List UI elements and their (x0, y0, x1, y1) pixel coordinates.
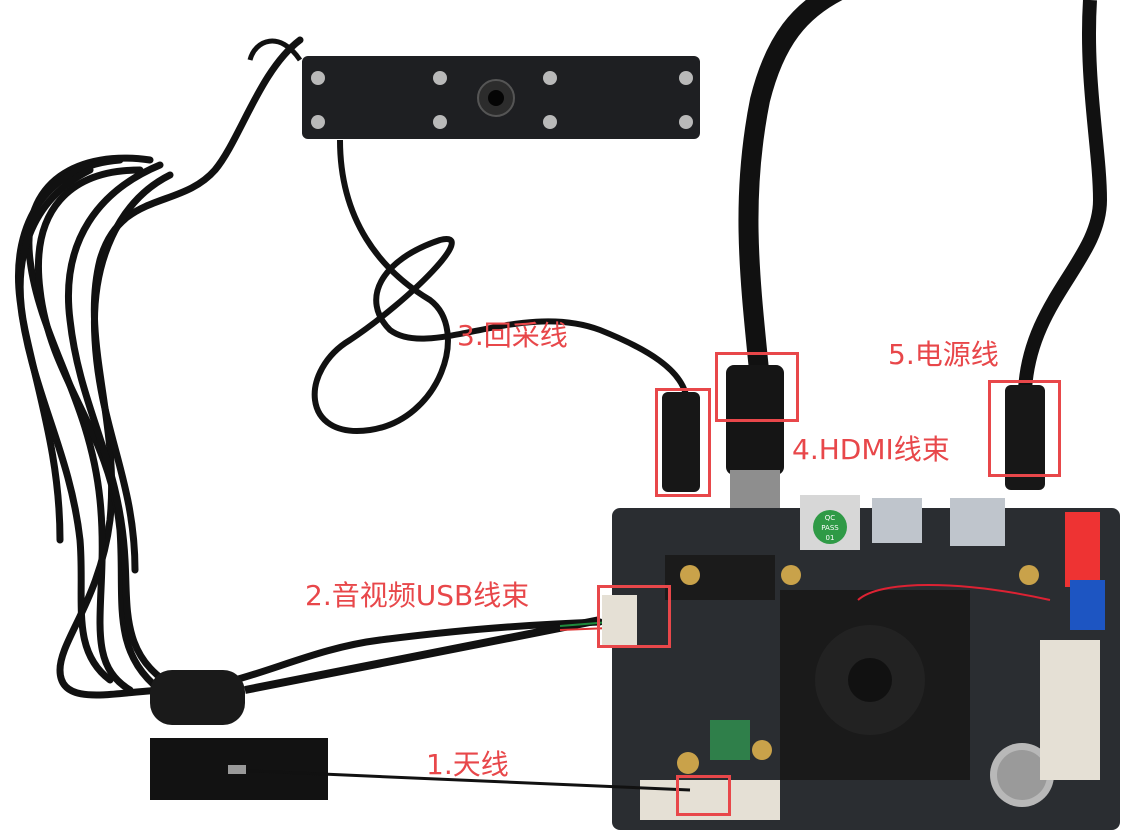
callout-box-power (988, 380, 1061, 477)
antenna (150, 738, 691, 800)
mainboard: QC PASS 01 (602, 495, 1120, 830)
qc-text-top: QC (825, 514, 836, 522)
power-cable (1018, 0, 1108, 391)
ferrite-bead (150, 670, 245, 725)
loopback-cable (311, 139, 689, 434)
qc-text-bottom: 01 (826, 534, 835, 542)
callout-antenna-label: 1.天线 (426, 748, 509, 781)
callout-box-av-usb (597, 585, 671, 648)
callout-box-antenna (676, 775, 731, 816)
hdmi-cable (738, 0, 843, 381)
callout-box-loopback (655, 388, 711, 497)
callout-box-hdmi (715, 352, 799, 422)
av-usb-lead (244, 616, 601, 694)
callout-power-label: 5.电源线 (888, 338, 999, 371)
callout-av-usb-label: 2.音视频USB线束 (305, 579, 530, 612)
callout-hdmi-label: 4.HDMI线束 (792, 433, 950, 466)
qc-text-mid: PASS (821, 524, 839, 532)
camera-module (302, 56, 700, 139)
callout-loopback-label: 3.回采线 (457, 319, 568, 352)
coiled-usb-cable (15, 36, 604, 699)
